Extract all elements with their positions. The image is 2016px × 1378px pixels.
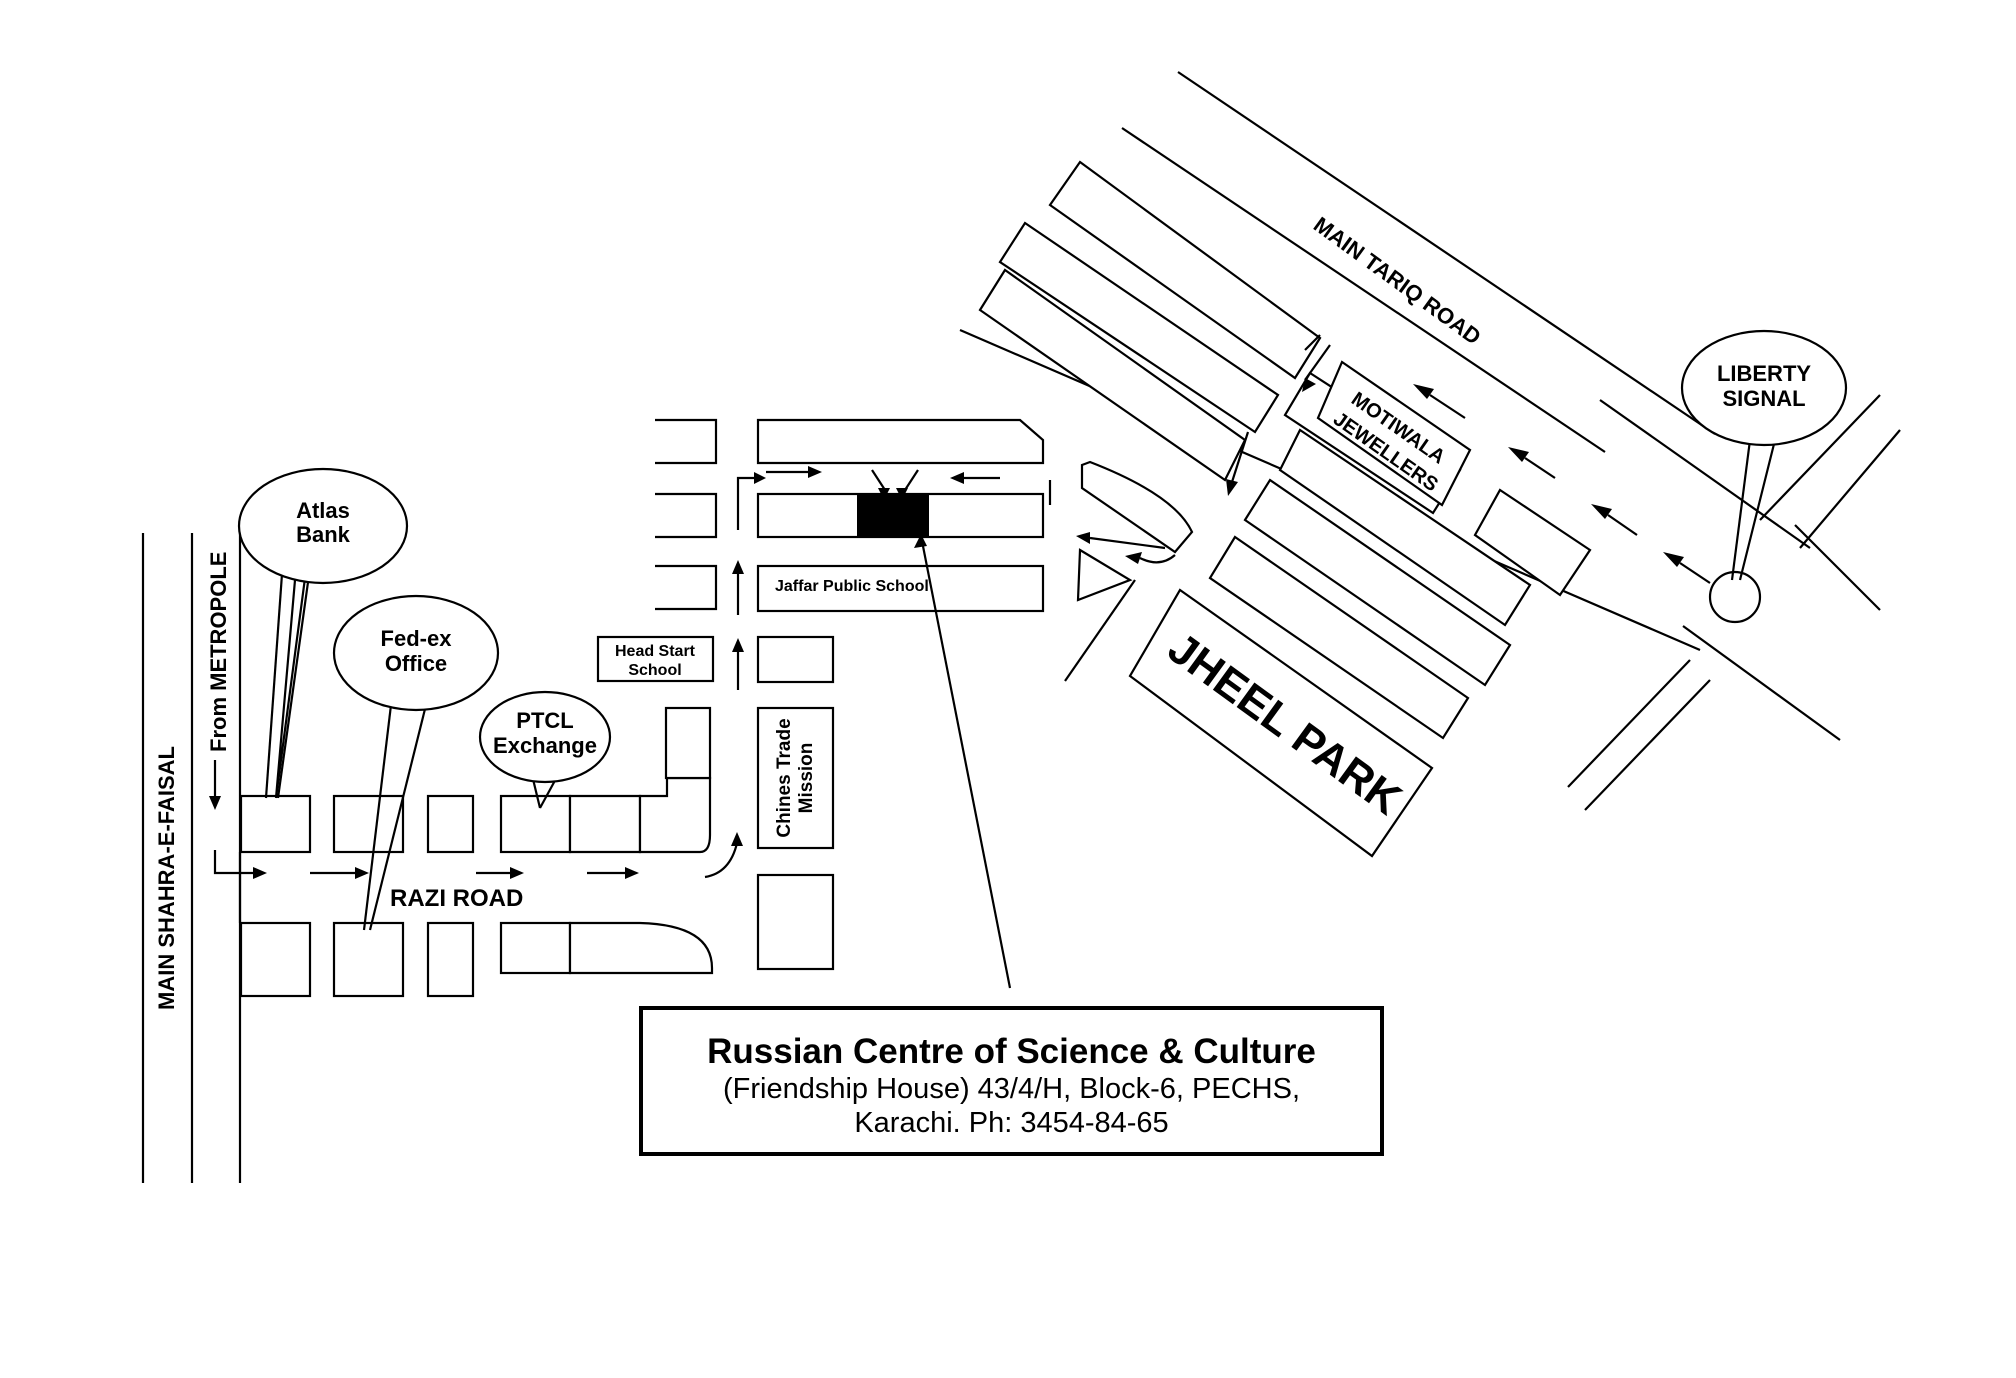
razi-road-arrows — [213, 832, 743, 879]
ptcl-exchange-line2: Exchange — [493, 733, 597, 758]
atlas-bank-callout: Atlas Bank — [237, 467, 409, 799]
main-shahra-e-faisal-road: MAIN SHAHRA-E-FAISAL From METROPOLE — [141, 533, 242, 1183]
address-line-2: Karachi. Ph: 3454-84-65 — [854, 1107, 1169, 1139]
liberty-signal-callout: LIBERTY SIGNAL — [1680, 329, 1848, 581]
ptcl-exchange-callout: PTCL Exchange — [478, 690, 612, 809]
central-arrows — [732, 466, 1052, 690]
head-start-school-label-line2: School — [628, 662, 681, 679]
arrow-down-from-metropole — [209, 760, 221, 810]
tariq-road-blocks — [978, 160, 1592, 858]
liberty-signal-line1: LIBERTY — [1717, 361, 1811, 386]
chines-trade-mission: Chines Trade Mission — [756, 706, 835, 850]
atlas-bank-line1: Atlas — [296, 498, 350, 523]
head-start-school: Head Start School — [596, 635, 715, 683]
atlas-bank-line2: Bank — [296, 522, 351, 547]
address-box: Russian Centre of Science & Culture (Fri… — [639, 1006, 1384, 1156]
chines-trade-mission-line1: Chines Trade — [774, 718, 795, 837]
head-start-school-label-line1: Head Start — [615, 643, 696, 660]
central-blocks — [655, 418, 1045, 971]
razi-road-blocks — [239, 706, 714, 998]
chines-trade-mission-line2: Mission — [796, 743, 817, 814]
address-pointer-line — [919, 535, 1012, 989]
ptcl-exchange-line1: PTCL — [516, 708, 573, 733]
tariq-road-arrows — [1076, 334, 1711, 584]
fedex-office-line1: Fed-ex — [381, 626, 453, 651]
fedex-office-callout: Fed-ex Office — [332, 594, 500, 931]
main-tariq-road-label: MAIN TARIQ ROAD — [1309, 212, 1486, 350]
from-metropole-label: From METROPOLE — [206, 552, 231, 752]
fedex-office-line2: Office — [385, 651, 447, 676]
liberty-signal-marker — [1708, 570, 1762, 624]
razi-road-label: RAZI ROAD — [390, 885, 523, 912]
liberty-signal-line2: SIGNAL — [1722, 386, 1805, 411]
address-title: Russian Centre of Science & Culture — [707, 1032, 1316, 1071]
address-line-1: (Friendship House) 43/4/H, Block-6, PECH… — [723, 1073, 1300, 1105]
main-shahra-e-faisal-label: MAIN SHAHRA-E-FAISAL — [154, 746, 179, 1010]
jaffar-public-school-label: Jaffar Public School — [775, 578, 929, 595]
russian-centre-marker — [857, 494, 929, 537]
